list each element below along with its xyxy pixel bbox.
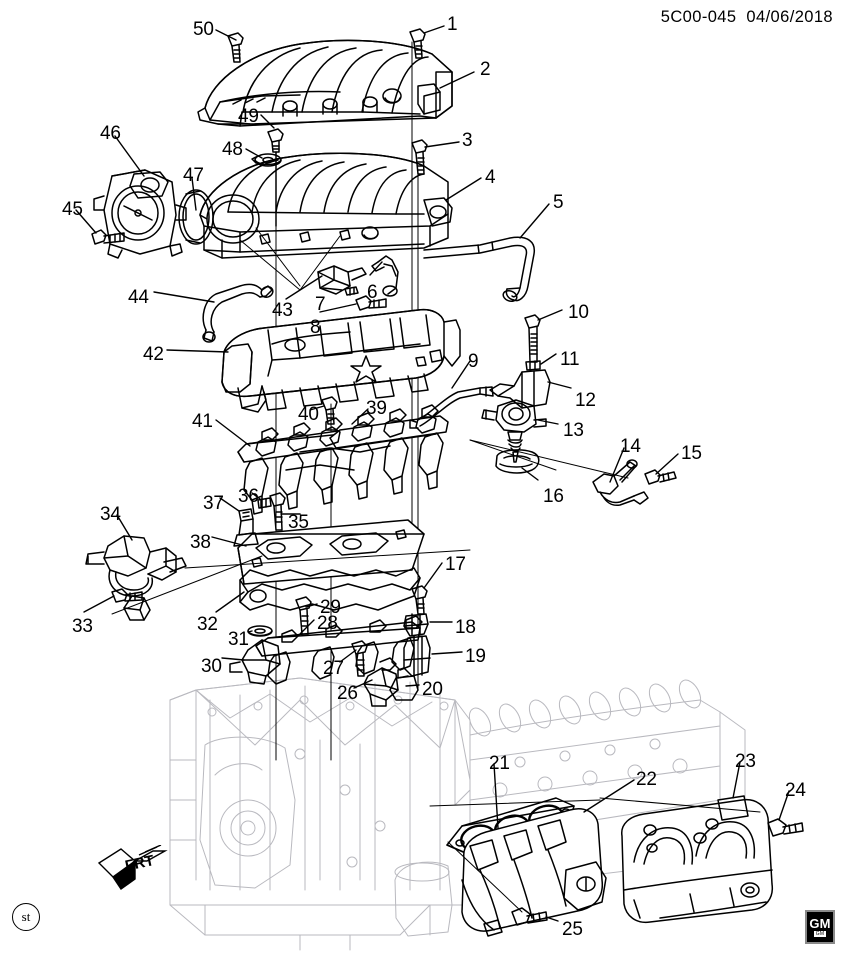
callout-27: 27 (323, 658, 344, 679)
callout-36: 36 (238, 486, 259, 507)
callout-31: 31 (228, 629, 249, 650)
callout-13: 13 (563, 420, 584, 441)
front-direction-arrow (97, 845, 168, 890)
callout-16: 16 (543, 486, 564, 507)
callout-4: 4 (485, 167, 496, 188)
callout-46: 46 (100, 123, 121, 144)
callout-39: 39 (366, 398, 387, 419)
callout-10: 10 (568, 302, 589, 323)
callout-19: 19 (465, 646, 486, 667)
callout-6: 6 (367, 282, 378, 303)
callout-20: 20 (422, 679, 443, 700)
callout-28: 28 (317, 613, 338, 634)
callout-35: 35 (288, 512, 309, 533)
callout-40: 40 (298, 404, 319, 425)
callout-37: 37 (203, 493, 224, 514)
callout-3: 3 (462, 130, 473, 151)
callout-9: 9 (468, 351, 479, 372)
callout-2: 2 (480, 59, 491, 80)
gm-logo-subtext: GM (813, 930, 827, 937)
callout-17: 17 (445, 554, 466, 575)
callout-45: 45 (62, 199, 83, 220)
callout-1: 1 (447, 14, 458, 35)
callout-14: 14 (620, 436, 641, 457)
callout-32: 32 (197, 614, 218, 635)
callout-5: 5 (553, 192, 564, 213)
callout-21: 21 (489, 753, 510, 774)
callout-49: 49 (238, 106, 259, 127)
callout-50: 50 (193, 19, 214, 40)
callout-29: 29 (320, 597, 341, 618)
callout-33: 33 (72, 616, 93, 637)
callout-23: 23 (735, 751, 756, 772)
callout-44: 44 (128, 287, 149, 308)
callout-25: 25 (562, 919, 583, 940)
callout-30: 30 (201, 656, 222, 677)
document-header-code: 5C00-045 04/06/2018 (660, 8, 833, 26)
callout-47: 47 (183, 165, 204, 186)
st-badge: st (12, 903, 40, 931)
gm-logo-text: GM (809, 915, 831, 931)
callout-18: 18 (455, 617, 476, 638)
callout-7: 7 (315, 294, 326, 315)
callout-41: 41 (192, 411, 213, 432)
callout-22: 22 (636, 769, 657, 790)
callout-48: 48 (222, 139, 243, 160)
callout-26: 26 (337, 683, 358, 704)
callout-8: 8 (310, 317, 321, 338)
callout-11: 11 (560, 349, 580, 370)
callout-24: 24 (785, 780, 806, 801)
callout-43: 43 (272, 300, 293, 321)
gm-brand-logo: GM GM (805, 910, 835, 944)
callout-38: 38 (190, 532, 211, 553)
callout-15: 15 (681, 443, 702, 464)
callout-12: 12 (575, 390, 596, 411)
callout-34: 34 (100, 504, 121, 525)
callout-42: 42 (143, 344, 164, 365)
